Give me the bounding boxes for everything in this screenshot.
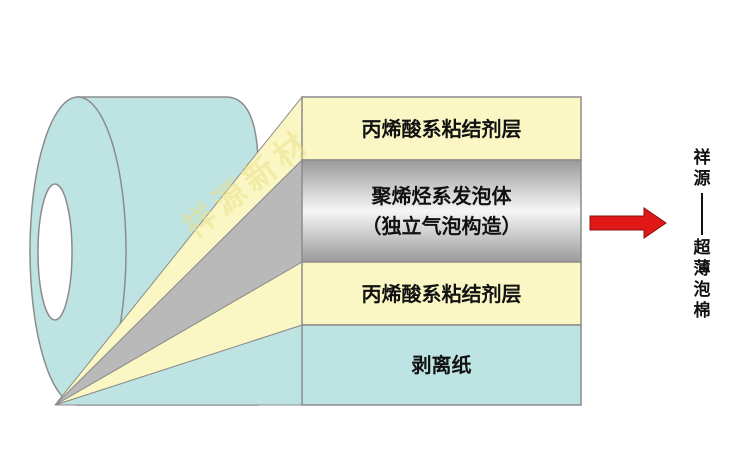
side-dash — [701, 193, 703, 235]
label-release-paper: 剥离纸 — [302, 325, 581, 405]
side-char: 超 — [693, 238, 711, 258]
layer-release-paper — [301, 324, 582, 406]
foam-text-line1: 聚烯烃系发泡体 — [371, 184, 512, 208]
layer-top-adhesive — [301, 96, 582, 161]
side-char: 祥 — [693, 148, 711, 168]
layer-bottom-adhesive — [301, 261, 582, 326]
bottom-adhesive-text: 丙烯酸系粘结剂层 — [361, 281, 522, 306]
side-char: 泡 — [693, 280, 711, 300]
tape-roll-core — [37, 183, 73, 321]
layer-foam — [301, 159, 582, 263]
label-bottom-adhesive: 丙烯酸系粘结剂层 — [302, 262, 581, 325]
release-paper-text: 剥离纸 — [411, 353, 472, 377]
side-label: 祥 源 超 薄 泡 棉 — [690, 148, 714, 322]
top-adhesive-text: 丙烯酸系粘结剂层 — [361, 116, 522, 141]
label-foam: 聚烯烃系发泡体 （独立气泡构造） — [302, 160, 581, 262]
side-char: 棉 — [693, 301, 711, 321]
label-top-adhesive: 丙烯酸系粘结剂层 — [302, 97, 581, 160]
side-char: 源 — [693, 169, 711, 189]
side-char: 薄 — [693, 259, 711, 279]
right-arrow — [589, 207, 667, 239]
foam-text-line2: （独立气泡构造） — [361, 214, 522, 238]
